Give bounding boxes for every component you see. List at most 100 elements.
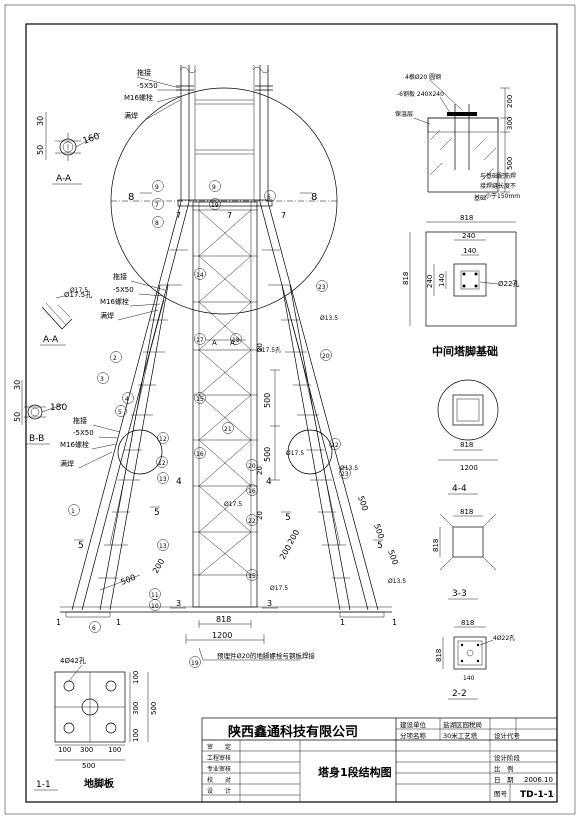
- svg-text:专业审核: 专业审核: [207, 765, 231, 773]
- svg-text:6: 6: [92, 625, 96, 632]
- svg-text:50: 50: [13, 412, 22, 422]
- mid-connection-labels: 拖接 -5X50 M16螺栓 满焊: [100, 272, 166, 321]
- svg-text:16: 16: [248, 488, 256, 495]
- svg-text:接焊缝长度不: 接焊缝长度不: [480, 182, 516, 190]
- middle-foundation-plan: 818 240 140 818 240 140 Ø22孔 中间塔脚基础: [402, 214, 519, 358]
- svg-text:30: 30: [13, 380, 22, 390]
- platform-label-right: 8: [311, 192, 317, 203]
- callout-5: 5: [115, 405, 127, 417]
- svg-text:1: 1: [340, 618, 345, 627]
- svg-text:设计代号: 设计代号: [494, 731, 521, 740]
- svg-text:校 对: 校 对: [207, 776, 231, 784]
- svg-text:500: 500: [119, 573, 137, 587]
- svg-text:14: 14: [196, 272, 204, 279]
- svg-text:15: 15: [248, 573, 256, 580]
- callout-13: 13: [157, 472, 169, 484]
- callout-21: 21: [222, 422, 234, 434]
- svg-text:Ø13.5: Ø13.5: [320, 315, 338, 322]
- svg-text:8: 8: [155, 220, 159, 227]
- drawing-title: 塔身1段结构图: [318, 765, 392, 779]
- svg-text:设 计: 设 计: [207, 787, 231, 795]
- svg-text:500: 500: [263, 393, 272, 408]
- svg-text:50: 50: [36, 145, 45, 155]
- svg-text:A: A: [212, 339, 217, 347]
- svg-text:240: 240: [426, 275, 434, 288]
- svg-text:4-4: 4-4: [452, 484, 467, 494]
- svg-text:180: 180: [50, 403, 67, 413]
- svg-text:4根Ø20 圆钢: 4根Ø20 圆钢: [405, 73, 441, 81]
- svg-text:基础: 基础: [474, 194, 486, 202]
- outer-border: [4, 4, 576, 815]
- svg-text:20: 20: [256, 511, 264, 520]
- svg-text:3: 3: [100, 376, 104, 383]
- svg-text:160: 160: [82, 131, 102, 146]
- callout-10: 10: [149, 599, 161, 611]
- svg-text:7: 7: [176, 211, 181, 220]
- callout-1: 1: [68, 504, 80, 516]
- svg-text:12: 12: [159, 436, 167, 443]
- svg-text:240: 240: [462, 232, 475, 240]
- inclined-legs: 5 5 5 5 4 4: [71, 201, 383, 611]
- svg-text:1200: 1200: [212, 631, 232, 640]
- svg-text:20: 20: [256, 343, 264, 352]
- callout-11: 11: [149, 588, 161, 600]
- svg-text:100: 100: [108, 746, 121, 754]
- callout-9a: 9: [152, 180, 164, 192]
- svg-text:5: 5: [377, 541, 383, 551]
- svg-text:-5X50: -5X50: [113, 286, 134, 294]
- section-bb-pipe-detail: 180 30 50 B-B: [13, 380, 67, 445]
- callout-2: 2: [110, 351, 122, 363]
- svg-text:818: 818: [432, 539, 440, 552]
- svg-text:小于150mm: 小于150mm: [485, 192, 520, 200]
- callout-14: 14: [194, 268, 206, 280]
- callout-16: 16: [194, 447, 206, 459]
- svg-text:30米工艺塔: 30米工艺塔: [443, 731, 478, 740]
- callout-6b: 6: [264, 190, 276, 202]
- svg-text:200: 200: [506, 95, 514, 108]
- svg-text:拖接: 拖接: [73, 416, 87, 425]
- callout-22b: 22: [329, 438, 341, 450]
- svg-text:M16螺栓: M16螺栓: [100, 297, 129, 306]
- svg-text:4: 4: [125, 396, 129, 403]
- callout-16b: 16: [246, 484, 258, 496]
- svg-text:M16螺栓: M16螺栓: [60, 440, 89, 449]
- svg-text:4: 4: [266, 477, 272, 487]
- upper-legs: [176, 65, 273, 202]
- section-title-aa-mid: A-A: [43, 335, 59, 345]
- svg-text:4Ø42孔: 4Ø42孔: [60, 657, 86, 665]
- svg-text:140: 140: [463, 247, 476, 255]
- svg-text:17: 17: [196, 337, 204, 344]
- svg-text:818: 818: [435, 649, 443, 662]
- svg-text:20: 20: [248, 463, 256, 470]
- svg-text:19: 19: [211, 202, 219, 209]
- svg-text:Ø13.5: Ø13.5: [340, 465, 358, 472]
- svg-text:300: 300: [80, 746, 93, 754]
- svg-text:审 定: 审 定: [207, 743, 231, 751]
- svg-text:1: 1: [116, 618, 121, 627]
- svg-text:16: 16: [196, 451, 204, 458]
- svg-text:-5X50: -5X50: [73, 429, 94, 437]
- svg-text:200: 200: [151, 557, 166, 575]
- hole-annotations: Ø17.5孔 Ø13.5 Ø17.5 Ø13.5 Ø17.5 Ø17.5 Ø13…: [70, 287, 406, 592]
- low-connection-labels: 拖接 -5X50 M16螺栓 满焊: [60, 416, 121, 469]
- svg-text:500: 500: [263, 447, 272, 462]
- svg-text:500: 500: [372, 523, 386, 540]
- svg-text:9: 9: [212, 184, 216, 191]
- platform-label-left: 8: [128, 192, 134, 203]
- svg-text:500: 500: [386, 549, 400, 566]
- svg-text:图号: 图号: [494, 790, 508, 798]
- svg-text:500: 500: [82, 762, 95, 770]
- svg-text:2-2: 2-2: [452, 689, 467, 699]
- svg-text:拖接: 拖接: [113, 272, 127, 281]
- callout-15: 15: [194, 392, 206, 404]
- svg-text:23: 23: [341, 471, 349, 478]
- company-name: 陕西鑫通科技有限公司: [228, 724, 358, 740]
- section-2-2: 818 818 4Ø22孔 140 2-2: [435, 619, 515, 700]
- top-connection-labels: 拖接 -5X50 M16螺栓 满焊: [124, 68, 181, 121]
- callout-12b: 12: [157, 432, 169, 444]
- shaft-dimension-chain: 500 500 20 20 20: [256, 343, 280, 520]
- svg-text:818: 818: [402, 272, 410, 285]
- svg-text:140: 140: [438, 274, 446, 287]
- svg-text:13: 13: [159, 543, 167, 550]
- svg-text:21: 21: [224, 426, 232, 433]
